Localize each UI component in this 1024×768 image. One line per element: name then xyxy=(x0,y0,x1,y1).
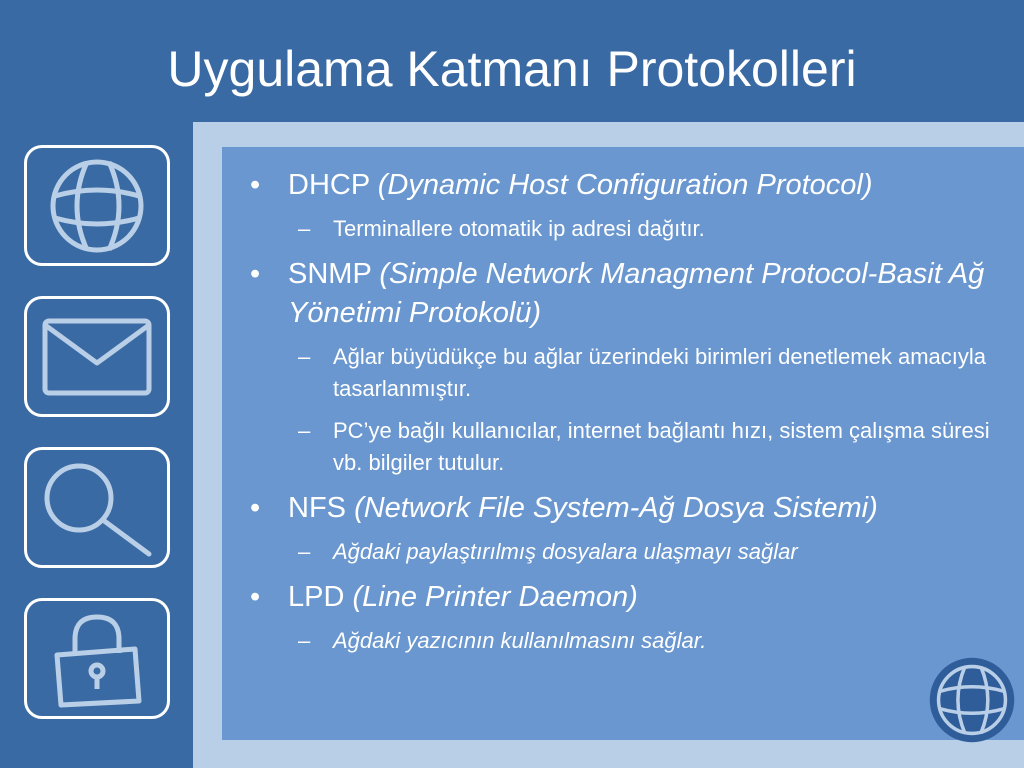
sub-item: – Ağdaki yazıcının kullanılmasını sağlar… xyxy=(248,625,1008,657)
bullet-item-dhcp: • DHCP (Dynamic Host Configuration Proto… xyxy=(248,166,1008,205)
sub-item-text: PC’ye bağlı kullanıcılar, internet bağla… xyxy=(333,418,990,475)
envelope-icon xyxy=(42,318,152,395)
sub-item: – PC’ye bağlı kullanıcılar, internet bağ… xyxy=(248,415,1008,479)
sub-item: – Terminallere otomatik ip adresi dağıtı… xyxy=(248,213,1008,245)
bullet-marker: • xyxy=(250,258,261,290)
sub-item-text: Ağlar büyüdükçe bu ağlar üzerindeki biri… xyxy=(333,344,986,401)
padlock-icon-box xyxy=(24,598,170,719)
protocol-name: NFS xyxy=(288,492,355,524)
bullet-marker: • xyxy=(250,581,261,613)
magnifier-icon-box xyxy=(24,447,170,568)
protocol-description: (Line Printer Daemon) xyxy=(352,581,638,613)
protocol-name: LPD xyxy=(288,581,353,613)
padlock-icon xyxy=(54,614,142,707)
protocol-description: (Dynamic Host Configuration Protocol) xyxy=(377,169,873,201)
dash-marker: – xyxy=(298,216,311,241)
slide-title: Uygulama Katmanı Protokolleri xyxy=(167,41,857,97)
globe-icon xyxy=(50,159,144,252)
magnifier-icon xyxy=(44,463,152,556)
dash-marker: – xyxy=(298,418,311,443)
content-panel xyxy=(222,147,1024,740)
dash-marker: – xyxy=(298,539,311,564)
bullet-item-nfs: • NFS (Network File System-Ağ Dosya Sist… xyxy=(248,489,1008,528)
bullet-marker: • xyxy=(250,169,261,201)
protocol-name: DHCP xyxy=(288,169,378,201)
bullet-item-lpd: • LPD (Line Printer Daemon) xyxy=(248,578,1008,617)
corner-globe-icon xyxy=(929,657,1015,743)
protocol-name: SNMP xyxy=(288,258,380,290)
sub-item: – Ağdaki paylaştırılmış dosyalara ulaşma… xyxy=(248,536,1008,568)
protocol-description: (Simple Network Managment Protocol-Basit… xyxy=(288,258,985,329)
envelope-icon-box xyxy=(24,296,170,417)
dash-marker: – xyxy=(298,628,311,653)
globe-icon-box xyxy=(24,145,170,266)
sub-item-text: Ağdaki paylaştırılmış dosyalara ulaşmayı… xyxy=(333,539,798,564)
bullet-item-snmp: • SNMP (Simple Network Managment Protoco… xyxy=(248,255,1008,333)
bullet-marker: • xyxy=(250,492,261,524)
dash-marker: – xyxy=(298,344,311,369)
bullet-list: • DHCP (Dynamic Host Configuration Proto… xyxy=(248,166,1008,667)
sub-item: – Ağlar büyüdükçe bu ağlar üzerindeki bi… xyxy=(248,341,1008,405)
protocol-description: (Network File System-Ağ Dosya Sistemi) xyxy=(354,492,878,524)
sub-item-text: Terminallere otomatik ip adresi dağıtır. xyxy=(333,216,705,241)
sub-item-text: Ağdaki yazıcının kullanılmasını sağlar. xyxy=(333,628,707,653)
